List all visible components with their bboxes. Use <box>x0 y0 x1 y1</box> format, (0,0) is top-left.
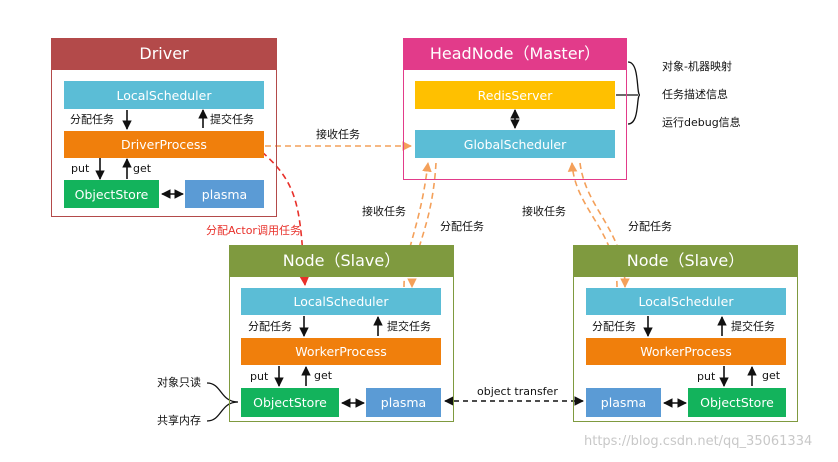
global-scheduler[interactable]: GlobalScheduler <box>415 130 615 158</box>
slave-right-local-scheduler[interactable]: LocalScheduler <box>586 288 786 315</box>
driver-put-label: put <box>71 162 90 175</box>
slave-right-object-store[interactable]: ObjectStore <box>688 388 786 417</box>
watermark-text: https://blog.csdn.net/qq_35061334 <box>584 434 813 449</box>
right-receive-dashed-arrow <box>567 162 618 288</box>
driver-object-store[interactable]: ObjectStore <box>64 180 159 208</box>
edge-receive-task-left: 接收任务 <box>362 205 406 218</box>
driver-local-scheduler[interactable]: LocalScheduler <box>64 81 264 109</box>
edge-object-transfer-label: object transfer <box>477 385 558 398</box>
driver-title: Driver <box>51 38 277 70</box>
slave-left-get-label: get <box>314 369 333 382</box>
headnode-title: HeadNode（Master） <box>403 38 627 70</box>
slave-right-get-label: get <box>762 369 781 382</box>
edge-receive-task-right: 接收任务 <box>522 205 566 218</box>
redis-annotation-debug-info: 运行debug信息 <box>662 116 741 129</box>
driver-dispatch-label: 分配任务 <box>70 113 114 126</box>
slave-left-title: Node（Slave） <box>229 245 454 277</box>
driver-submit-label: 提交任务 <box>210 113 254 126</box>
driver-get-label: get <box>133 162 152 175</box>
driver-plasma[interactable]: plasma <box>185 180 264 208</box>
slave-right-title: Node（Slave） <box>573 245 798 277</box>
edge-dispatch-task-left: 分配任务 <box>440 220 484 233</box>
slave-left-object-store[interactable]: ObjectStore <box>241 388 339 417</box>
slave-right-process[interactable]: WorkerProcess <box>586 338 786 365</box>
redis-server[interactable]: RedisServer <box>415 81 615 109</box>
edge-dispatch-task-right: 分配任务 <box>628 220 672 233</box>
redis-annotation-task-desc: 任务描述信息 <box>662 88 728 101</box>
driver-process[interactable]: DriverProcess <box>64 131 264 158</box>
edge-assign-actor-label: 分配Actor调用任务 <box>206 224 301 237</box>
slave-right-put-label: put <box>697 370 716 383</box>
slave-left-local-scheduler[interactable]: LocalScheduler <box>241 288 441 315</box>
slave-right-dispatch-label: 分配任务 <box>592 320 636 333</box>
slave-left-process[interactable]: WorkerProcess <box>241 338 441 365</box>
redis-annotation-brace <box>627 61 641 125</box>
slave-left-readonly-label: 对象只读 <box>157 376 201 389</box>
slave-left-panel: Node（Slave） <box>229 245 454 422</box>
left-store-annotation-brace <box>206 382 239 422</box>
slave-left-shared-memory-label: 共享内存 <box>157 414 201 427</box>
redis-annotation-object-map: 对象-机器映射 <box>662 60 732 73</box>
slave-left-plasma[interactable]: plasma <box>366 388 441 417</box>
driver-panel: Driver <box>51 38 277 217</box>
edge-receive-task-top: 接收任务 <box>316 128 360 141</box>
slave-left-dispatch-label: 分配任务 <box>248 320 292 333</box>
slave-right-submit-label: 提交任务 <box>731 320 775 333</box>
headnode-panel: HeadNode（Master） <box>403 38 627 180</box>
slave-left-submit-label: 提交任务 <box>387 320 431 333</box>
slave-left-put-label: put <box>250 370 269 383</box>
slave-right-plasma[interactable]: plasma <box>586 388 661 417</box>
slave-right-panel: Node（Slave） <box>573 245 798 422</box>
